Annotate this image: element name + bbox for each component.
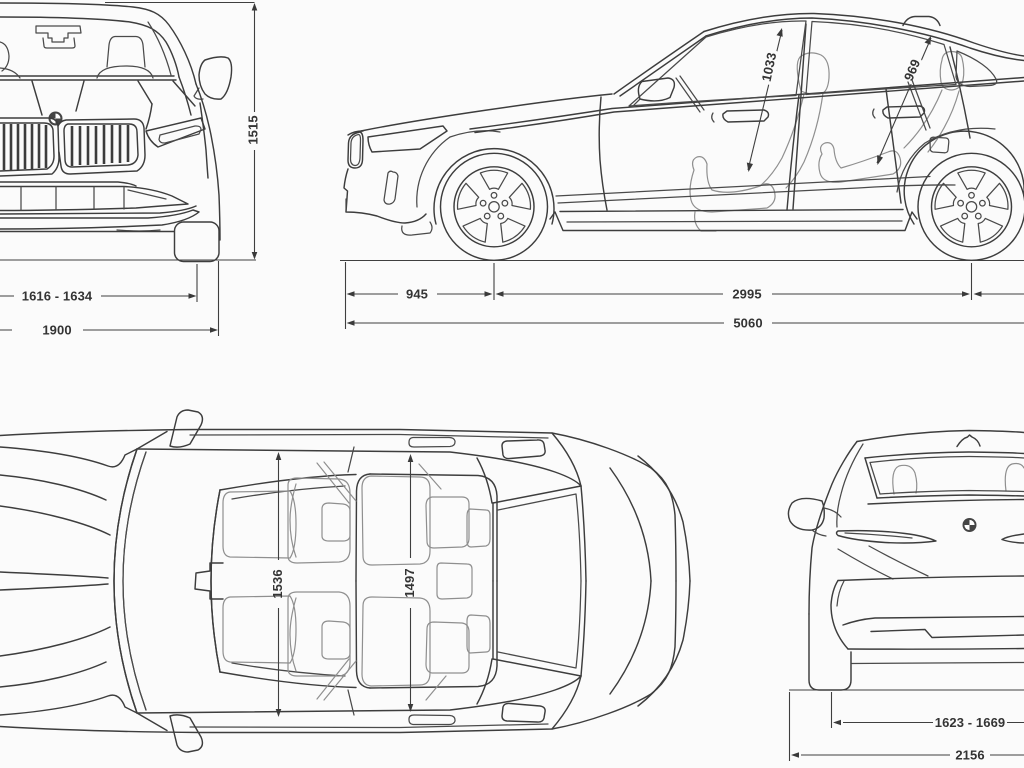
- svg-text:1497: 1497: [402, 568, 417, 597]
- svg-text:945: 945: [406, 287, 428, 302]
- svg-text:1900: 1900: [42, 323, 71, 338]
- svg-text:2995: 2995: [732, 287, 761, 302]
- svg-text:1623 - 1669: 1623 - 1669: [935, 715, 1006, 730]
- svg-text:1515: 1515: [246, 115, 261, 144]
- svg-text:5060: 5060: [733, 316, 762, 331]
- svg-text:1616 - 1634: 1616 - 1634: [22, 289, 93, 304]
- svg-text:2156: 2156: [955, 748, 984, 763]
- svg-text:1536: 1536: [270, 569, 285, 598]
